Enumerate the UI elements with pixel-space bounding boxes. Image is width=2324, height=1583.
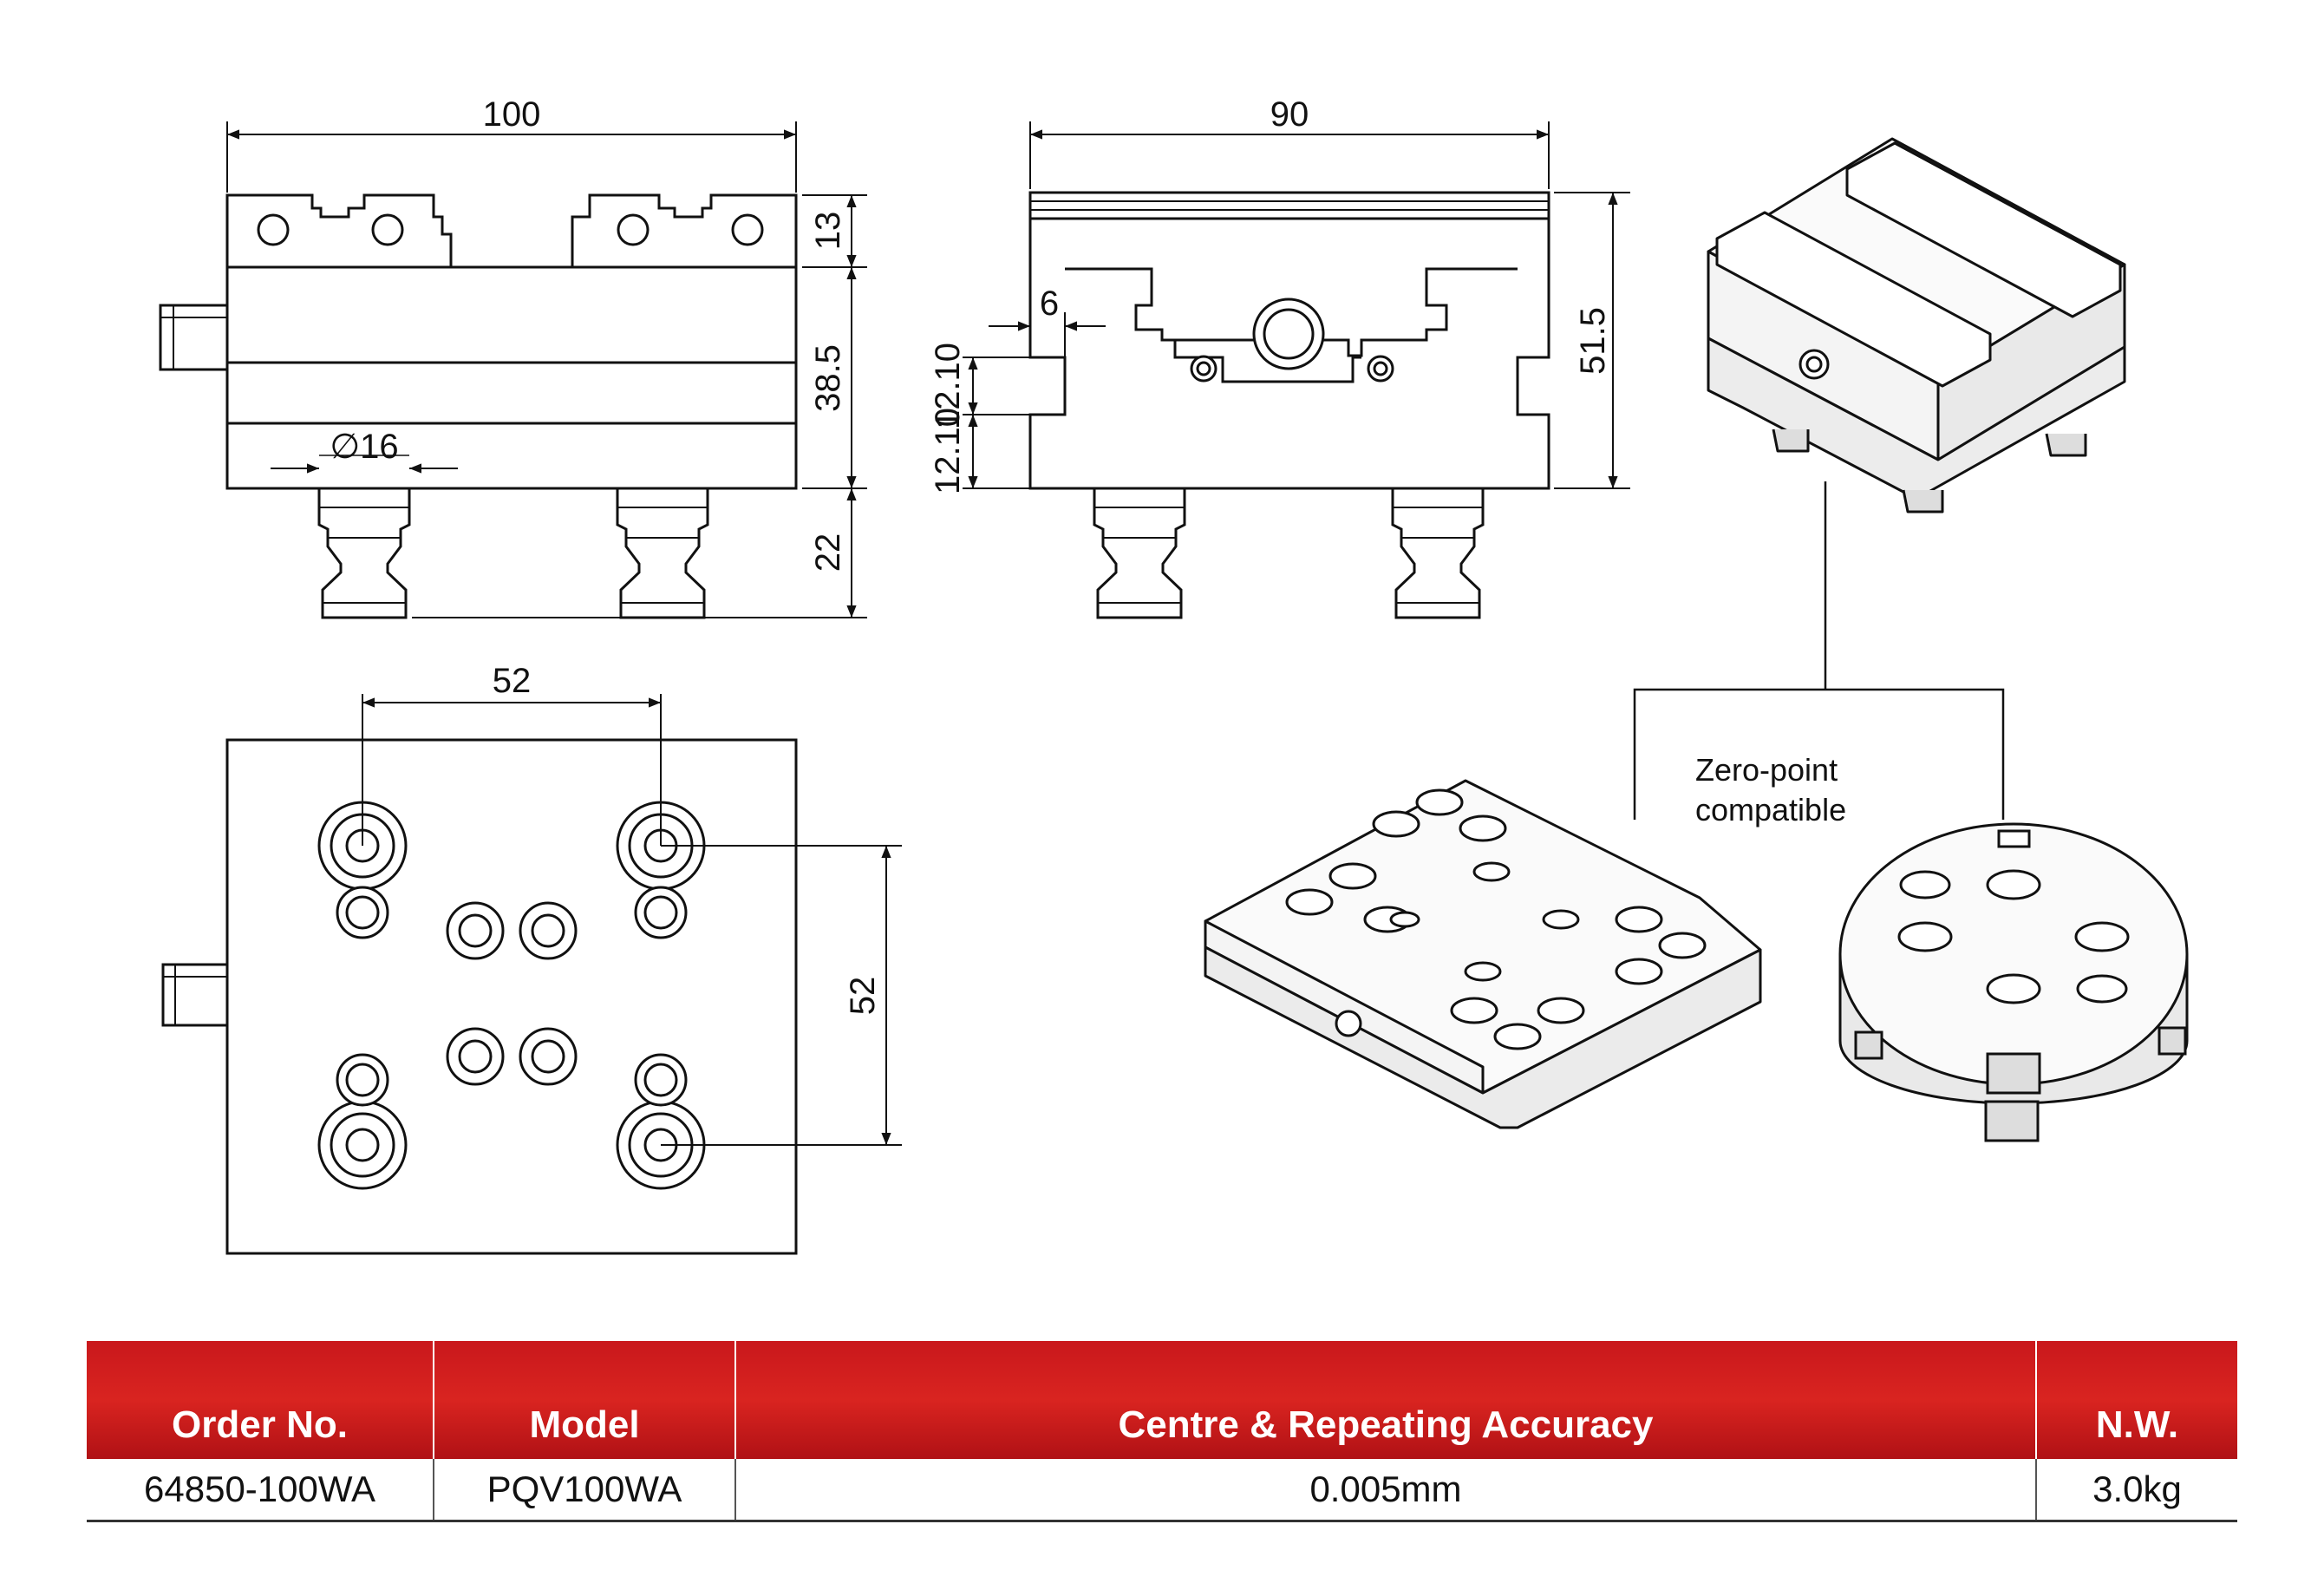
connector-lines: [1633, 481, 2005, 820]
square-base-plate: [1204, 779, 1762, 1129]
header-accuracy: Centre & Repeating Accuracy: [734, 1341, 2037, 1459]
dim-height-38-5: 38.5: [809, 344, 847, 412]
clamping-stud: [1093, 487, 1186, 619]
zero-point-label-line2: compatible: [1695, 792, 1846, 827]
pin-hole: [634, 1053, 688, 1107]
center-screw: [446, 901, 505, 960]
jaw-hole: [617, 213, 650, 246]
bottom-view: [161, 738, 798, 1255]
front-body: [225, 265, 798, 490]
cell-accuracy: 0.005mm: [734, 1459, 2036, 1522]
header-order-no: Order No.: [87, 1341, 434, 1459]
dim-width-90: 90: [1270, 95, 1309, 134]
zero-point-label-line1: Zero-point: [1695, 752, 1838, 788]
vise-isometric: [1707, 137, 2126, 513]
cell-order-no: 64850-100WA: [87, 1459, 434, 1522]
center-screw: [519, 1027, 578, 1086]
table-row: 64850-100WA PQV100WA 0.005mm 3.0kg: [87, 1459, 2237, 1522]
side-top-plate: [1028, 191, 1550, 220]
jaw-hole: [731, 213, 764, 246]
front-dimensions: [226, 121, 867, 618]
dim-height-13: 13: [809, 212, 847, 251]
stud-bolt-large: [317, 1100, 408, 1190]
cell-model: PQV100WA: [433, 1459, 735, 1522]
header-model: Model: [433, 1341, 736, 1459]
clamping-stud: [616, 487, 709, 619]
bottom-handle-stub: [161, 963, 229, 1027]
spec-table: Order No. Model Centre & Repeating Accur…: [87, 1341, 2237, 1522]
jaw-hole: [257, 213, 290, 246]
center-screw: [446, 1027, 505, 1086]
header-net-weight: N.W.: [2035, 1341, 2237, 1459]
bottom-plate: [225, 738, 798, 1255]
dim-pitch-52-horizontal: 52: [493, 662, 532, 700]
clamping-stud: [1391, 487, 1485, 619]
pin-hole: [336, 1053, 389, 1107]
handle-stub: [159, 304, 229, 371]
pin-hole: [634, 886, 688, 939]
dim-offset-12-10-a: 12.10: [929, 343, 967, 429]
jaw-hole: [371, 213, 404, 246]
dim-diameter-16: ∅16: [330, 428, 398, 466]
dim-height-51-5: 51.5: [1574, 307, 1612, 375]
front-right-jaw: [571, 193, 798, 269]
dim-offset-6: 6: [1040, 285, 1059, 323]
dim-height-22: 22: [809, 533, 847, 572]
front-view: [159, 193, 798, 619]
cell-net-weight: 3.0kg: [2035, 1459, 2237, 1522]
dim-width-100: 100: [483, 95, 541, 134]
center-screw: [519, 901, 578, 960]
table-header-row: Order No. Model Centre & Repeating Accur…: [87, 1341, 2237, 1459]
clamping-stud: [317, 487, 411, 619]
front-left-jaw: [225, 193, 453, 269]
pin-hole: [336, 886, 389, 939]
side-dimensions: [963, 121, 1630, 489]
side-t-slot-profile: [1065, 267, 1518, 357]
bottom-dimensions: [362, 694, 902, 1146]
dim-offset-12-10-b: 12.10: [929, 408, 967, 494]
round-base-plate: [1838, 822, 2189, 1142]
dim-pitch-52-vertical: 52: [844, 977, 882, 1016]
side-view: [1028, 191, 1550, 619]
